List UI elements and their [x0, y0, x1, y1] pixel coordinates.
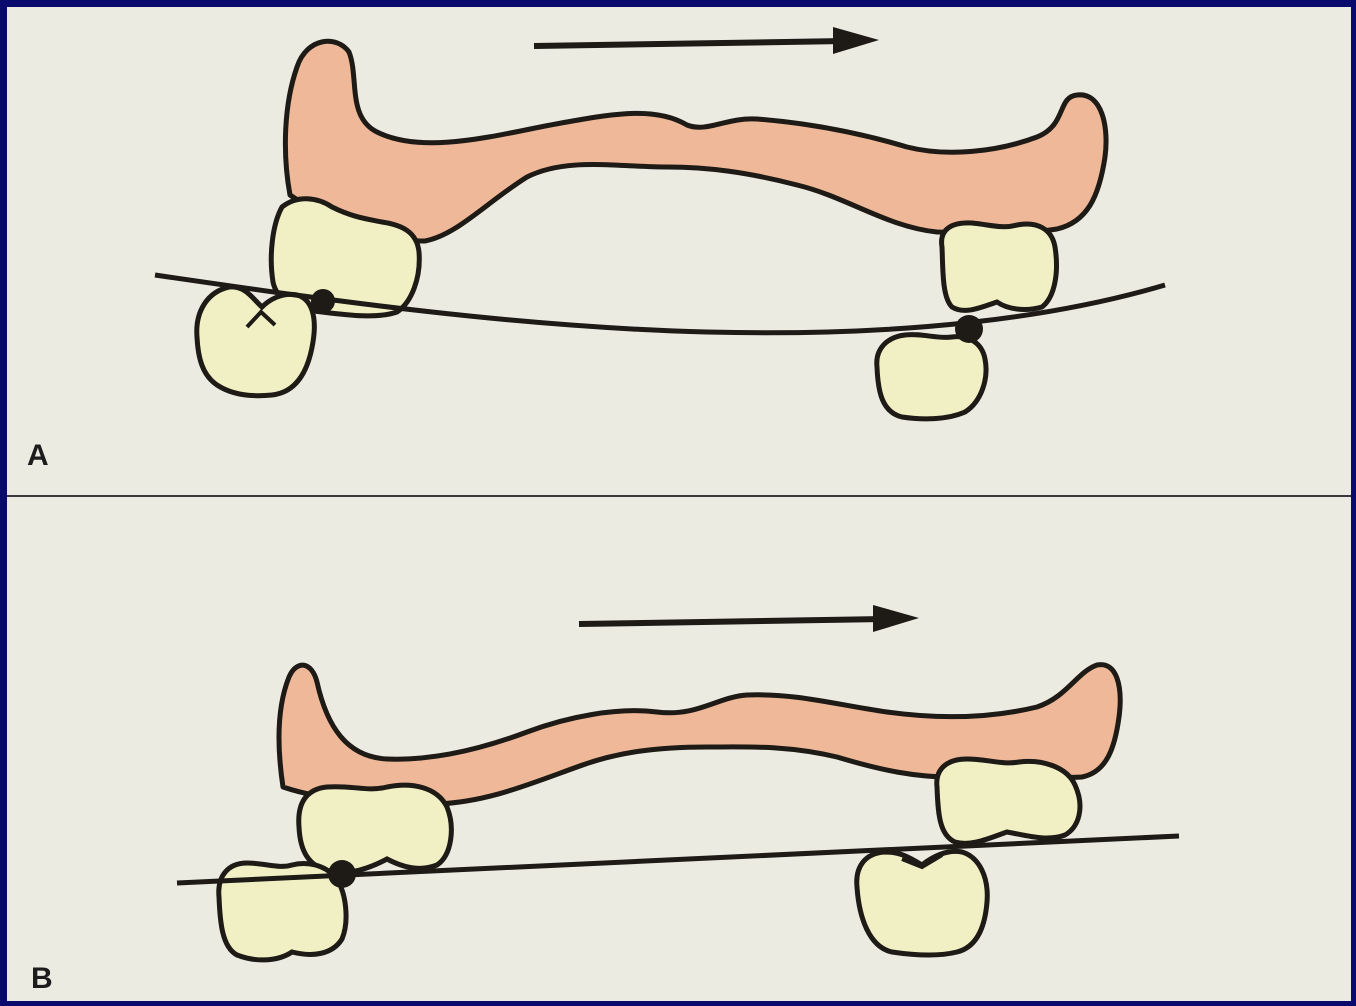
panel-label-b: B	[31, 962, 53, 996]
panel-b-diagram	[7, 7, 1351, 1001]
upper-left-tooth	[299, 785, 452, 872]
upper-right-tooth	[937, 759, 1080, 843]
right-arrow-icon	[579, 605, 919, 632]
figure-frame: A B	[7, 7, 1351, 1001]
contact-point-icon	[328, 860, 356, 888]
